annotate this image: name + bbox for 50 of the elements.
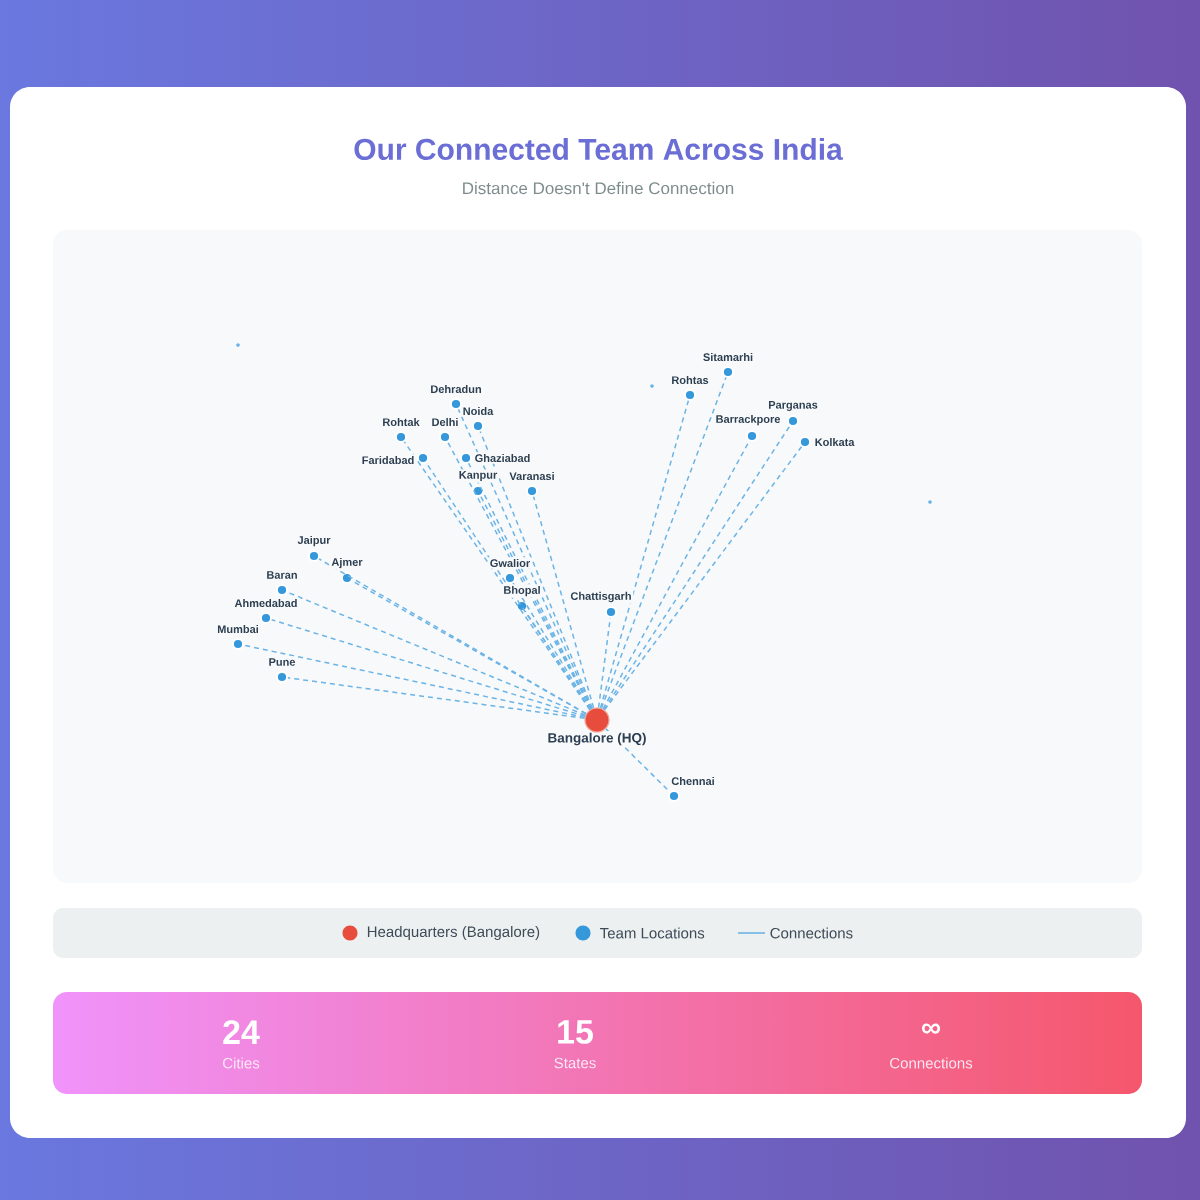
city-label: Rohtak (383, 417, 420, 427)
connection-line (512, 582, 592, 710)
city-label: Gwalior (490, 558, 530, 568)
connection-line (524, 610, 591, 711)
city-label: Dehradun (431, 384, 481, 394)
connection-line (479, 495, 592, 710)
stat-number: 24 (223, 1020, 260, 1044)
legend-text: Connections (770, 927, 853, 939)
city-label: Baran (267, 571, 297, 579)
city-label: Ahmedabad (234, 598, 297, 608)
title: Our Connected Team Across India (354, 138, 843, 161)
city-label: Rohtas (672, 375, 709, 385)
connection-line (318, 558, 587, 715)
connection-line (600, 376, 727, 709)
city-label: Bhopal (504, 585, 540, 597)
stat-caption: States (554, 1057, 596, 1069)
city-label: Faridabad (362, 455, 414, 465)
city-label: Ajmer (331, 557, 363, 569)
stat-number: ∞ (922, 1023, 940, 1034)
legend-text: Team Locations (600, 927, 705, 939)
connection-line (287, 677, 586, 720)
city-label: Sitamarhi (703, 352, 753, 362)
connection-line (532, 495, 595, 709)
city-label: Ghaziabad (475, 453, 530, 463)
city-label: Delhi (432, 417, 458, 427)
stat-caption: Connections (890, 1057, 973, 1069)
connection-line (467, 462, 593, 710)
city-label: Kolkata (815, 437, 855, 447)
city-label: Pune (269, 658, 296, 666)
connection-line (403, 441, 591, 711)
connection-line (270, 619, 586, 718)
subtitle: Distance Doesn't Define Connection (463, 181, 734, 195)
legend-text: Headquarters (Bangalore) (367, 926, 540, 940)
city-label: Jaipur (297, 535, 331, 547)
city-label: Chattisgarh (570, 591, 631, 603)
city-label: Parganas (769, 401, 818, 411)
city-label: Kanpur (459, 471, 498, 481)
city-label: Chennai (671, 777, 714, 786)
city-label: Bangalore (HQ) (548, 732, 646, 746)
connection-line (599, 399, 690, 709)
connection-line (286, 591, 587, 716)
connection-line (479, 430, 594, 710)
city-label: Barrackpore (716, 414, 781, 426)
city-label: Mumbai (217, 624, 258, 634)
city-label: Noida (463, 406, 494, 416)
connection-line (425, 462, 591, 711)
stat-number: 15 (558, 1020, 593, 1044)
city-label: Varanasi (509, 471, 554, 481)
connection-line (243, 644, 586, 719)
stat-caption: Cities (223, 1057, 260, 1069)
